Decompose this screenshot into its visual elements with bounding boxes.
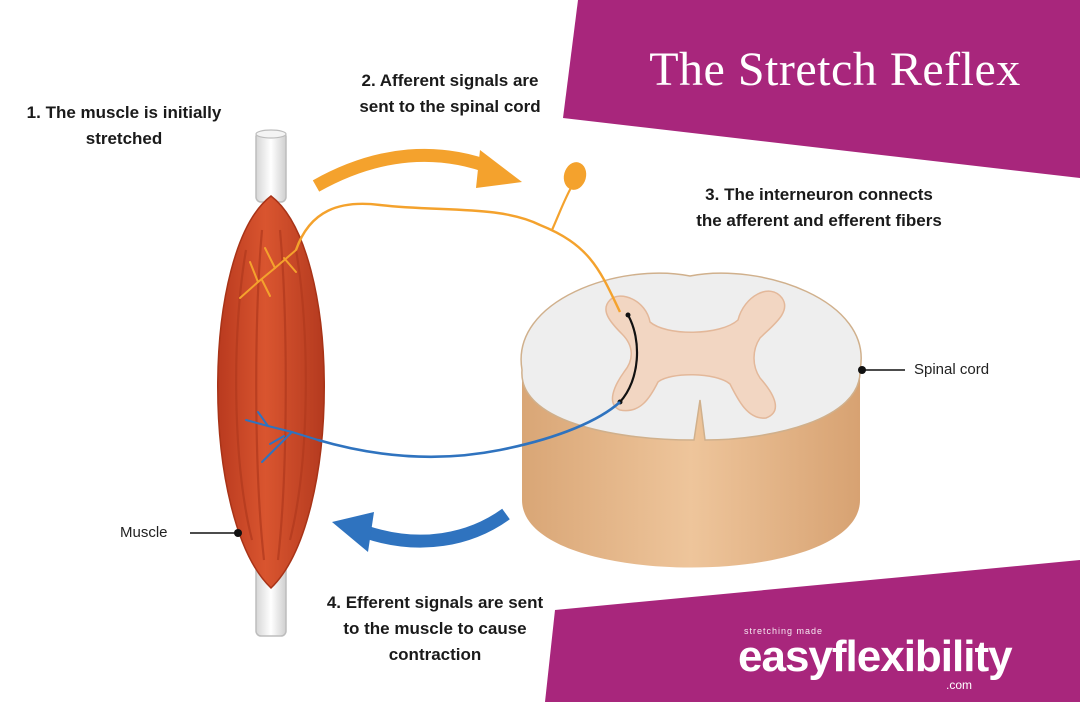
step-1-text: 1. The muscle is initially stretched [26,103,222,148]
muscle-fibers [235,229,307,561]
step-4-text: 4. Efferent signals are sent to the musc… [326,593,544,664]
interneuron [619,314,639,403]
step-2-text: 2. Afferent signals are sent to the spin… [359,71,541,116]
afferent-fiber [294,202,622,313]
afferent-branches [239,247,297,299]
efferent-arrow [363,508,510,548]
afferent-ganglion-stalk [550,185,573,231]
grey-matter [605,290,786,419]
logo-banner [545,560,1080,702]
page-title: The Stretch Reflex [649,43,1021,96]
title-banner [563,0,1080,178]
muscle-label: Muscle [120,524,168,541]
step-3-text: 3. The interneuron connects the afferent… [696,185,942,230]
efferent-fiber [317,401,621,459]
logo-domain: .com [946,678,973,692]
muscle-tendon-top [255,131,287,203]
efferent-branches [245,411,319,463]
logo-wordmark: easyflexibility [738,632,1013,681]
logo-tagline: stretching made [744,626,824,636]
muscle-belly [217,195,325,590]
afferent-arrow [312,148,495,192]
spinal-cord-label: Spinal cord [914,361,990,378]
dorsal-root-ganglion [563,162,587,190]
